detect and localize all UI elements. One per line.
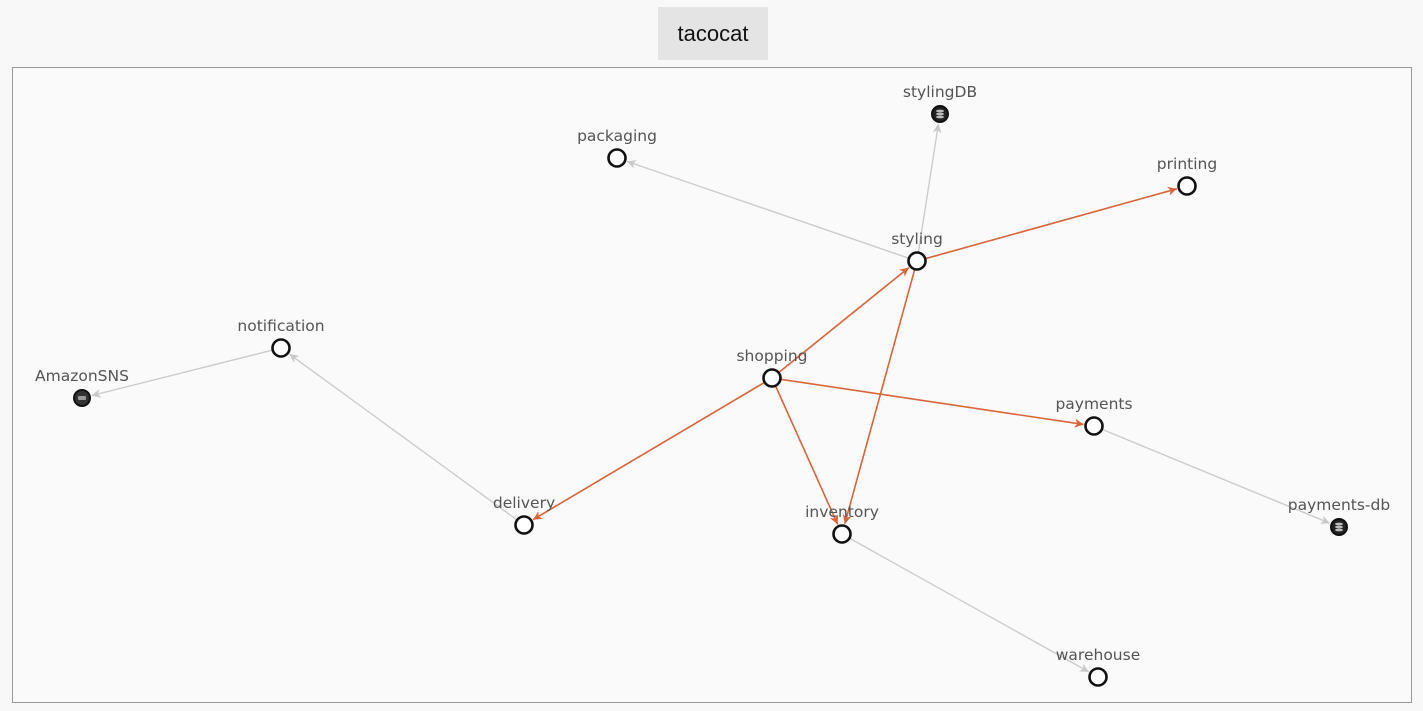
node-label: notification [237, 317, 324, 335]
edge-shopping-to-styling[interactable] [778, 266, 910, 373]
service-graph-panel [12, 67, 1412, 703]
database-icon-disk [936, 109, 944, 113]
service-node-circle[interactable] [762, 368, 782, 388]
app-title: tacocat [677, 20, 749, 46]
node-label: payments-db [1288, 496, 1390, 514]
database-icon-disk [936, 115, 944, 119]
edge-styling-to-printing[interactable] [925, 186, 1178, 260]
node-label: stylingDB [903, 83, 977, 101]
service-node-circle[interactable] [1084, 416, 1104, 436]
node-printing[interactable]: printing [1157, 155, 1217, 196]
edge-shopping-to-delivery[interactable] [532, 382, 765, 521]
service-node-circle[interactable] [907, 251, 927, 271]
node-label: AmazonSNS [35, 367, 129, 385]
node-payments-db[interactable]: payments-db [1288, 496, 1390, 536]
aws-icon-mark [78, 396, 86, 400]
node-label: warehouse [1056, 646, 1141, 664]
node-delivery[interactable]: delivery [493, 494, 555, 535]
node-payments[interactable]: payments [1055, 395, 1133, 436]
database-icon-disk [1335, 525, 1343, 529]
node-shopping[interactable]: shopping [736, 347, 808, 388]
node-styling[interactable]: styling [891, 230, 943, 271]
edge-inventory-to-warehouse[interactable] [849, 538, 1090, 673]
edge-shopping-to-inventory[interactable] [775, 386, 839, 525]
edge-shopping-to-payments[interactable] [781, 378, 1084, 428]
service-node-circle[interactable] [514, 515, 534, 535]
edge-styling-to-packaging[interactable] [626, 160, 909, 259]
node-notification[interactable]: notification [237, 317, 325, 358]
database-icon-disk [1335, 522, 1343, 526]
service-node-circle[interactable] [1088, 667, 1108, 687]
node-stylingDB[interactable]: stylingDB [903, 83, 977, 123]
service-node-circle[interactable] [1177, 176, 1197, 196]
node-label: inventory [805, 503, 879, 521]
edge-delivery-to-notification[interactable] [289, 353, 517, 520]
edge-styling-to-stylingDB[interactable] [917, 123, 942, 252]
nodes-layer: stylingDB packaging printing styling notific… [35, 83, 1390, 687]
node-AmazonSNS[interactable]: AmazonSNS [35, 367, 129, 407]
service-node-circle[interactable] [607, 148, 627, 168]
edge-styling-to-inventory[interactable] [842, 269, 916, 525]
edge-notification-to-AmazonSNS[interactable] [91, 349, 272, 398]
node-inventory[interactable]: inventory [805, 503, 879, 544]
node-packaging[interactable]: packaging [577, 127, 657, 168]
node-warehouse[interactable]: warehouse [1056, 646, 1141, 687]
node-label: printing [1157, 155, 1217, 173]
database-icon-disk [936, 112, 944, 116]
node-label: delivery [493, 494, 555, 512]
service-node-circle[interactable] [271, 338, 291, 358]
app-title-tab[interactable]: tacocat [658, 7, 768, 60]
node-label: payments [1055, 395, 1132, 413]
service-node-circle[interactable] [832, 524, 852, 544]
node-label: packaging [577, 127, 657, 145]
edges-layer [91, 123, 1331, 673]
edge-payments-to-payments-db[interactable] [1102, 428, 1331, 524]
node-label: shopping [736, 347, 807, 365]
database-icon-disk [1335, 528, 1343, 532]
node-label: styling [891, 230, 943, 248]
